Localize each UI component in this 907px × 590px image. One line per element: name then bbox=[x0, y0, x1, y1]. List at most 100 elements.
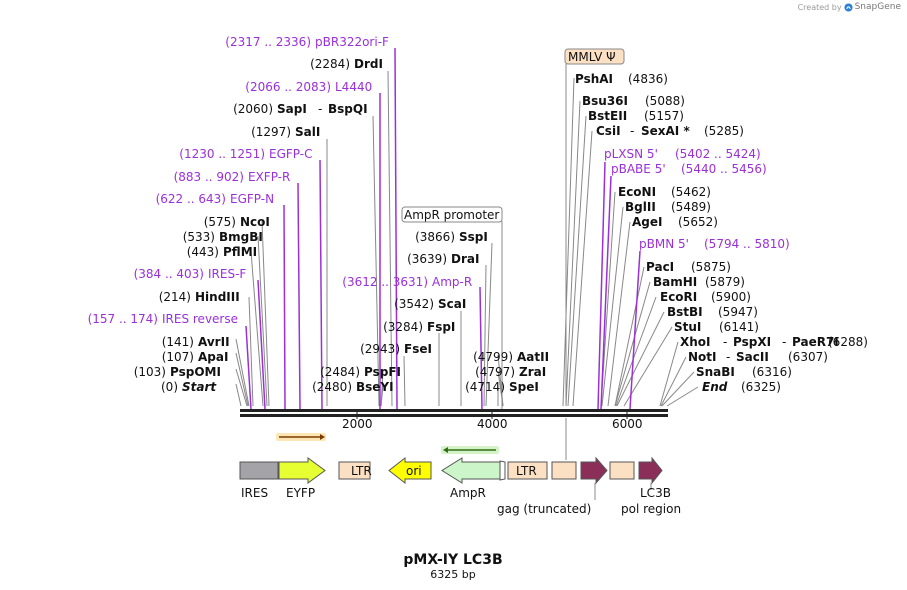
site-bsu36i: Bsu36I bbox=[582, 94, 628, 108]
primer-lines bbox=[245, 47, 641, 410]
ampr-promoter-label: AmpR promoter bbox=[404, 208, 499, 222]
site-noti: NotI bbox=[688, 350, 717, 364]
ires-feature[interactable] bbox=[239, 461, 279, 480]
site-pos-pshai: (4836) bbox=[628, 72, 668, 86]
site-apai: ApaI bbox=[198, 350, 228, 364]
ampr-label: AmpR bbox=[450, 486, 486, 500]
lc3b-label: LC3B bbox=[640, 486, 671, 500]
plasmid-length: 6325 bp bbox=[430, 568, 475, 581]
site-sspi: SspI bbox=[459, 230, 488, 244]
site-pos-scai: (3542) bbox=[394, 297, 434, 311]
site-pflmi: PflMI bbox=[223, 245, 257, 259]
ampr-promoter-feature[interactable] bbox=[499, 460, 506, 481]
site-sali: SalI bbox=[295, 125, 320, 139]
leader-lines bbox=[235, 64, 699, 500]
ampr-translation-arrow bbox=[441, 446, 499, 454]
site-pos-hindiii: (214) bbox=[159, 290, 191, 304]
site-pos-aatii: (4799) bbox=[473, 350, 513, 364]
site-ecori: EcoRI bbox=[660, 290, 697, 304]
site-scai: ScaI bbox=[438, 297, 466, 311]
site-pos-end: (6325) bbox=[741, 380, 781, 394]
ires-label: IRES bbox=[241, 486, 268, 500]
name-separator: - bbox=[782, 335, 786, 349]
site-bglii: BglII bbox=[625, 200, 656, 214]
site-pos-plxsn-5: (5402 .. 5424) bbox=[675, 147, 761, 161]
eyfp-label: EYFP bbox=[286, 486, 315, 500]
sequence-backbone bbox=[240, 409, 668, 419]
site-pos-drai: (3639) bbox=[407, 252, 447, 266]
site-snabi: SnaBI bbox=[696, 365, 735, 379]
primer-ires-reverse: IRES reverse bbox=[162, 312, 238, 326]
primer-pbmn-5: pBMN 5' bbox=[639, 237, 689, 251]
site-pos-pbr322ori-f: (2317 .. 2336) bbox=[225, 35, 311, 49]
ltr1-feature[interactable] bbox=[338, 461, 371, 480]
primer-plxsn-5: pLXSN 5' bbox=[604, 147, 658, 161]
site-pos-egfp-c: (1230 .. 1251) bbox=[179, 147, 265, 161]
site-avrii: AvrII bbox=[198, 335, 230, 349]
credit-line: Created by SnapGene bbox=[798, 2, 901, 12]
site-pos-amp-r: (3612 .. 3631) bbox=[342, 275, 428, 289]
name-separator: - bbox=[723, 335, 727, 349]
site-pos-spei: (4714) bbox=[465, 380, 505, 394]
site-pos-l4440: (2066 .. 2083) bbox=[245, 80, 331, 94]
site-pos-sapi: (2060) bbox=[233, 102, 273, 116]
site-pos-bstbi: (5947) bbox=[718, 305, 758, 319]
primer-exfp-r: EXFP-R bbox=[248, 170, 290, 184]
site-sexai: SexAI * bbox=[641, 124, 690, 138]
site-bspqi: BspQI bbox=[328, 102, 368, 116]
credit-prefix: Created by bbox=[797, 2, 842, 12]
name-separator: - bbox=[630, 124, 634, 138]
site-bstbi: BstBI bbox=[667, 305, 703, 319]
ori-label: ori bbox=[406, 464, 422, 478]
primer-pbabe-5: pBABE 5' bbox=[611, 162, 666, 176]
site-pos-drdi: (2284) bbox=[310, 57, 350, 71]
site-pos-ecori: (5900) bbox=[711, 290, 751, 304]
site-paci: PacI bbox=[646, 260, 674, 274]
site-pos-noti: (6307) bbox=[788, 350, 828, 364]
site-labels: (2317 .. 2336) pBR322ori-F (2284) DrdI (2066… bbox=[88, 35, 868, 394]
site-econi: EcoNI bbox=[618, 185, 656, 199]
site-xhoi: XhoI bbox=[680, 335, 711, 349]
ori-feature[interactable] bbox=[388, 456, 432, 485]
lc3b-feature[interactable] bbox=[638, 456, 663, 485]
site-pos-apai: (107) bbox=[162, 350, 194, 364]
site-ncoi: NcoI bbox=[240, 215, 270, 229]
ltr2-feature[interactable] bbox=[507, 461, 548, 480]
site-pos-pspfi: (2484) bbox=[320, 365, 360, 379]
site-pos-xhoi: (6288) bbox=[828, 335, 868, 349]
primer-egfp-n: EGFP-N bbox=[230, 192, 274, 206]
name-separator: - bbox=[318, 102, 322, 116]
site-drdi: DrdI bbox=[354, 57, 383, 71]
site-pos-exfp-r: (883 .. 902) bbox=[174, 170, 244, 184]
site-bsteii: BstEII bbox=[588, 109, 627, 123]
site-pos-snabi: (6316) bbox=[752, 365, 792, 379]
primer-pbr322ori-f: pBR322ori-F bbox=[315, 35, 389, 49]
mmlv-label: MMLV Ψ bbox=[568, 50, 616, 64]
lc3b-feature-a[interactable] bbox=[580, 456, 608, 485]
ampr-feature[interactable] bbox=[441, 457, 501, 484]
site-pos-bseyi: (2480) bbox=[312, 380, 352, 394]
site-end: End bbox=[702, 380, 728, 394]
site-pos-csii: (5285) bbox=[704, 124, 744, 138]
site-pos-pspomi: (103) bbox=[134, 365, 166, 379]
primer-amp-r: Amp-R bbox=[432, 275, 472, 289]
site-pos-fsei: (2943) bbox=[360, 342, 400, 356]
site-aatii: AatII bbox=[517, 350, 549, 364]
site-fspi: FspI bbox=[427, 320, 455, 334]
site-pos-bsu36i: (5088) bbox=[645, 94, 685, 108]
gag-label: gag (truncated) bbox=[497, 502, 591, 516]
primer-ires-f: IRES-F bbox=[208, 267, 246, 281]
ruler-tick-2000: 2000 bbox=[342, 417, 373, 431]
pol-feature[interactable] bbox=[609, 461, 635, 480]
name-separator: - bbox=[726, 350, 730, 364]
gag-feature[interactable] bbox=[551, 461, 577, 480]
site-agei: AgeI bbox=[632, 215, 662, 229]
site-sapi: SapI bbox=[277, 102, 307, 116]
mmlv-box: MMLV Ψ bbox=[564, 48, 625, 65]
site-paer7i: PaeR7I bbox=[792, 335, 839, 349]
site-pos-pflmi: (443) bbox=[187, 245, 219, 259]
pol-label: pol region bbox=[621, 502, 681, 516]
eyfp-feature[interactable] bbox=[278, 457, 326, 484]
primer-egfp-c: EGFP-C bbox=[269, 147, 312, 161]
site-pos-zrai: (4797) bbox=[475, 365, 515, 379]
